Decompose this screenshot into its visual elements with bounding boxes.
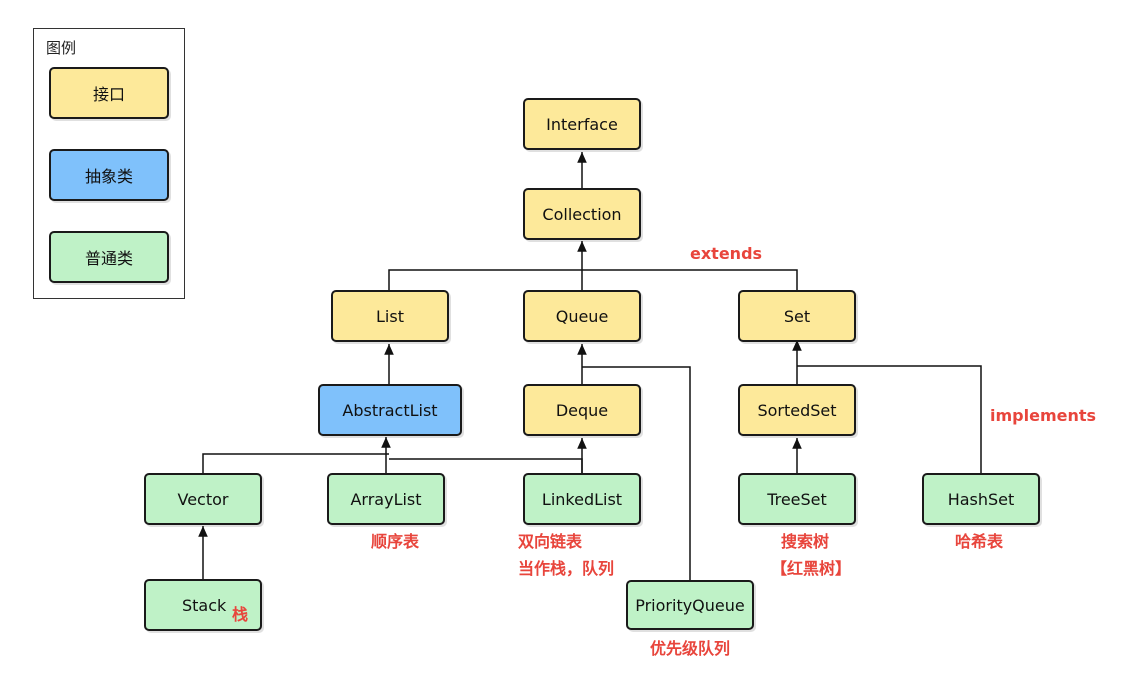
edge-vector-abstractlist <box>202 453 389 473</box>
annotation-treeset-1: 搜索树 <box>781 532 830 551</box>
edge-priorityqueue-queue <box>582 366 691 580</box>
node-hashset: HashSet <box>922 473 1040 525</box>
edge-linkedlist-abstractlist <box>389 458 583 473</box>
node-sortedset: SortedSet <box>738 384 856 436</box>
node-queue: Queue <box>523 290 641 342</box>
node-stack: Stack <box>144 579 262 631</box>
node-priorityqueue: PriorityQueue <box>626 580 754 630</box>
edge-hashset-set <box>797 365 982 473</box>
node-list: List <box>331 290 449 342</box>
annotation-arraylist: 顺序表 <box>371 532 420 551</box>
annotation-stack: 栈 <box>232 605 249 624</box>
node-abstractlist: AbstractList <box>318 384 462 436</box>
node-interface: Interface <box>523 98 641 150</box>
edge-set-collection <box>582 269 798 290</box>
annotation-hashset: 哈希表 <box>955 532 1004 551</box>
annotation-extends: extends <box>690 244 763 263</box>
annotation-treeset-2: 【红黑树】 <box>771 559 852 578</box>
edge-list-collection <box>388 269 582 290</box>
node-vector: Vector <box>144 473 262 525</box>
legend-item-class: 普通类 <box>49 231 169 283</box>
node-set: Set <box>738 290 856 342</box>
legend-item-interface: 接口 <box>49 67 169 119</box>
node-deque: Deque <box>523 384 641 436</box>
annotation-implements: implements <box>990 406 1097 425</box>
annotation-linkedlist-2: 当作栈，队列 <box>518 559 615 578</box>
legend-item-abstract-class: 抽象类 <box>49 149 169 201</box>
legend: 图例 接口 抽象类 普通类 <box>33 28 185 299</box>
node-collection: Collection <box>523 188 641 240</box>
node-treeset: TreeSet <box>738 473 856 525</box>
node-linkedlist: LinkedList <box>523 473 641 525</box>
annotation-priorityqueue: 优先级队列 <box>650 639 731 658</box>
node-arraylist: ArrayList <box>327 473 445 525</box>
legend-title: 图例 <box>46 39 77 57</box>
annotation-linkedlist-1: 双向链表 <box>518 532 583 551</box>
